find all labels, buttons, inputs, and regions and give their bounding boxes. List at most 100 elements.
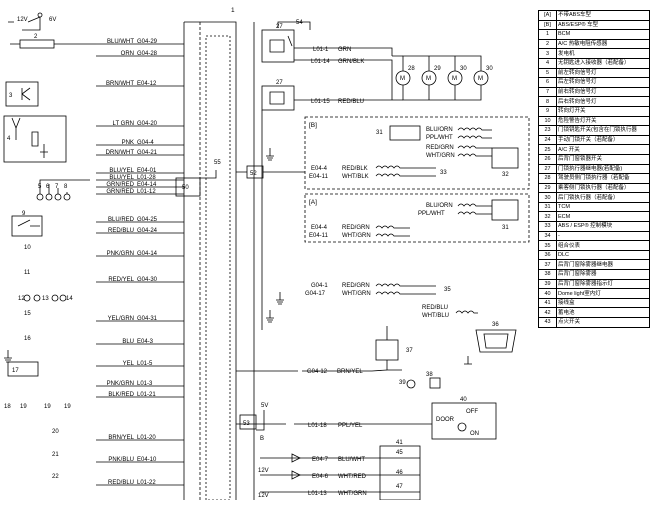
motor-group: M M M M bbox=[392, 55, 489, 101]
legend-row: 34- bbox=[538, 230, 650, 242]
legend-code: 10 bbox=[538, 115, 557, 127]
lamp-12-id: 12 bbox=[18, 296, 25, 302]
legend-code: 32 bbox=[538, 211, 557, 223]
left-wire-color: YEL/GRN bbox=[108, 316, 134, 322]
component-4-id: 4 bbox=[7, 136, 11, 142]
legend-code: 39 bbox=[538, 278, 557, 290]
a-e1-conn: E04-4 bbox=[311, 225, 328, 231]
wire-grnblk bbox=[294, 59, 393, 100]
redblu2-label: RED/BLU bbox=[422, 305, 448, 311]
legend-desc: 接线盒 bbox=[556, 297, 650, 309]
relay-top-wire bbox=[277, 21, 311, 30]
legend-code: 25 bbox=[538, 144, 557, 155]
left-wire-color: BLU/RED bbox=[108, 217, 135, 223]
legend-desc: Dome light室内灯 bbox=[556, 288, 650, 299]
legend-code: 27 bbox=[538, 163, 557, 175]
junction-41-id: 41 bbox=[396, 440, 403, 446]
wire-grnblk-conn: L01-14 bbox=[311, 59, 330, 65]
g1-color: RED/GRN bbox=[342, 283, 370, 289]
lamp-13-id: 13 bbox=[42, 296, 49, 302]
left-wire-color: BLU/YEL bbox=[109, 175, 134, 181]
a-e1-color: RED/GRN bbox=[342, 225, 370, 231]
legend-code: [A] bbox=[538, 10, 557, 21]
left-wire-conn: L01-21 bbox=[137, 392, 156, 398]
legend-code: 30 bbox=[538, 192, 557, 203]
module-32a-box bbox=[491, 147, 519, 169]
module-35-id: 35 bbox=[444, 287, 451, 293]
lamp-39-id: 39 bbox=[399, 380, 406, 386]
module-55-id: 55 bbox=[214, 160, 221, 166]
component-4-antenna bbox=[11, 117, 21, 140]
legend-code: 5 bbox=[538, 67, 557, 79]
svg-text:M: M bbox=[400, 76, 405, 82]
on-label: ON bbox=[470, 431, 479, 437]
left-wire-color: BLU bbox=[122, 339, 134, 345]
left-wire-color: ORN bbox=[121, 51, 134, 57]
whtgrn2-conn: L01-13 bbox=[308, 491, 327, 497]
legend-code: 8 bbox=[538, 96, 557, 107]
legend-desc: 后背门窗锁器开关 bbox=[556, 153, 650, 165]
module-32a-id: 32 bbox=[502, 172, 509, 178]
g-coils bbox=[375, 283, 436, 295]
bluwht-color: BLU/WHT bbox=[338, 457, 365, 463]
left-wire-conn: G04-31 bbox=[137, 316, 158, 322]
motor-28-id: 28 bbox=[408, 66, 415, 72]
left-wire-color: PNK bbox=[122, 140, 134, 146]
switch-9-id: 9 bbox=[22, 211, 26, 217]
relay-27a-coil bbox=[269, 35, 293, 53]
lamp-7-id: 7 bbox=[55, 184, 59, 190]
switch-19b-id: 19 bbox=[44, 404, 51, 410]
pplyel-conn: L01-18 bbox=[308, 423, 327, 429]
relay-27a-id: 27 bbox=[276, 24, 283, 30]
left-wire-conn: L01-5 bbox=[137, 361, 153, 367]
legend-desc: 无钥匙进入接收器（若配备） bbox=[556, 57, 650, 69]
legend-desc: 门锁执行器继电器(若配备) bbox=[556, 163, 650, 175]
lamp-39 bbox=[406, 379, 416, 389]
defogger-38-id: 38 bbox=[426, 372, 433, 378]
whtblu-label: WHT/BLU bbox=[422, 313, 449, 319]
legend-code: 3 bbox=[538, 48, 557, 59]
left-wire-color: GRN/RED bbox=[106, 182, 134, 188]
symbol-b: B bbox=[260, 436, 264, 442]
module-55-wire bbox=[200, 170, 217, 179]
a-e2-conn: E04-11 bbox=[309, 233, 329, 239]
legend-code: 36 bbox=[538, 249, 557, 261]
left-wire-color: BRN/YEL bbox=[108, 435, 134, 441]
switch-22-id: 22 bbox=[52, 474, 59, 480]
junction-wires bbox=[260, 457, 420, 493]
legend-desc: 不带ABS车型 bbox=[556, 10, 650, 21]
right-bus bbox=[253, 22, 263, 500]
left-wire-conn: E04-14 bbox=[137, 182, 157, 188]
brnyel-wire bbox=[236, 369, 388, 372]
legend-code: 37 bbox=[538, 259, 557, 271]
supply-terminal bbox=[37, 12, 43, 18]
left-wire-color: YEL bbox=[123, 361, 135, 367]
legend-code: 2 bbox=[538, 38, 557, 50]
legend-code: 43 bbox=[538, 317, 557, 328]
lamp-6-id: 6 bbox=[46, 184, 50, 190]
pplyel-color: PPL/YEL bbox=[338, 423, 363, 429]
switch-11-id: 11 bbox=[24, 270, 31, 276]
whtgrn2-color: WHT/GRN bbox=[338, 491, 367, 497]
legend-code: 26 bbox=[538, 153, 557, 165]
motor-30b-id: 30 bbox=[486, 66, 493, 72]
legend-desc: 点火开关 bbox=[556, 317, 650, 328]
legend-code: 29 bbox=[538, 182, 557, 194]
dlc-36-connector bbox=[475, 329, 517, 353]
motor-30a-id: 30 bbox=[460, 66, 467, 72]
legend-desc: 后门锁执行器（若配备） bbox=[556, 192, 650, 203]
left-wire-conn: G04-30 bbox=[137, 277, 158, 283]
module-1-label: 1 bbox=[231, 7, 235, 14]
dlc-coils bbox=[455, 310, 478, 314]
